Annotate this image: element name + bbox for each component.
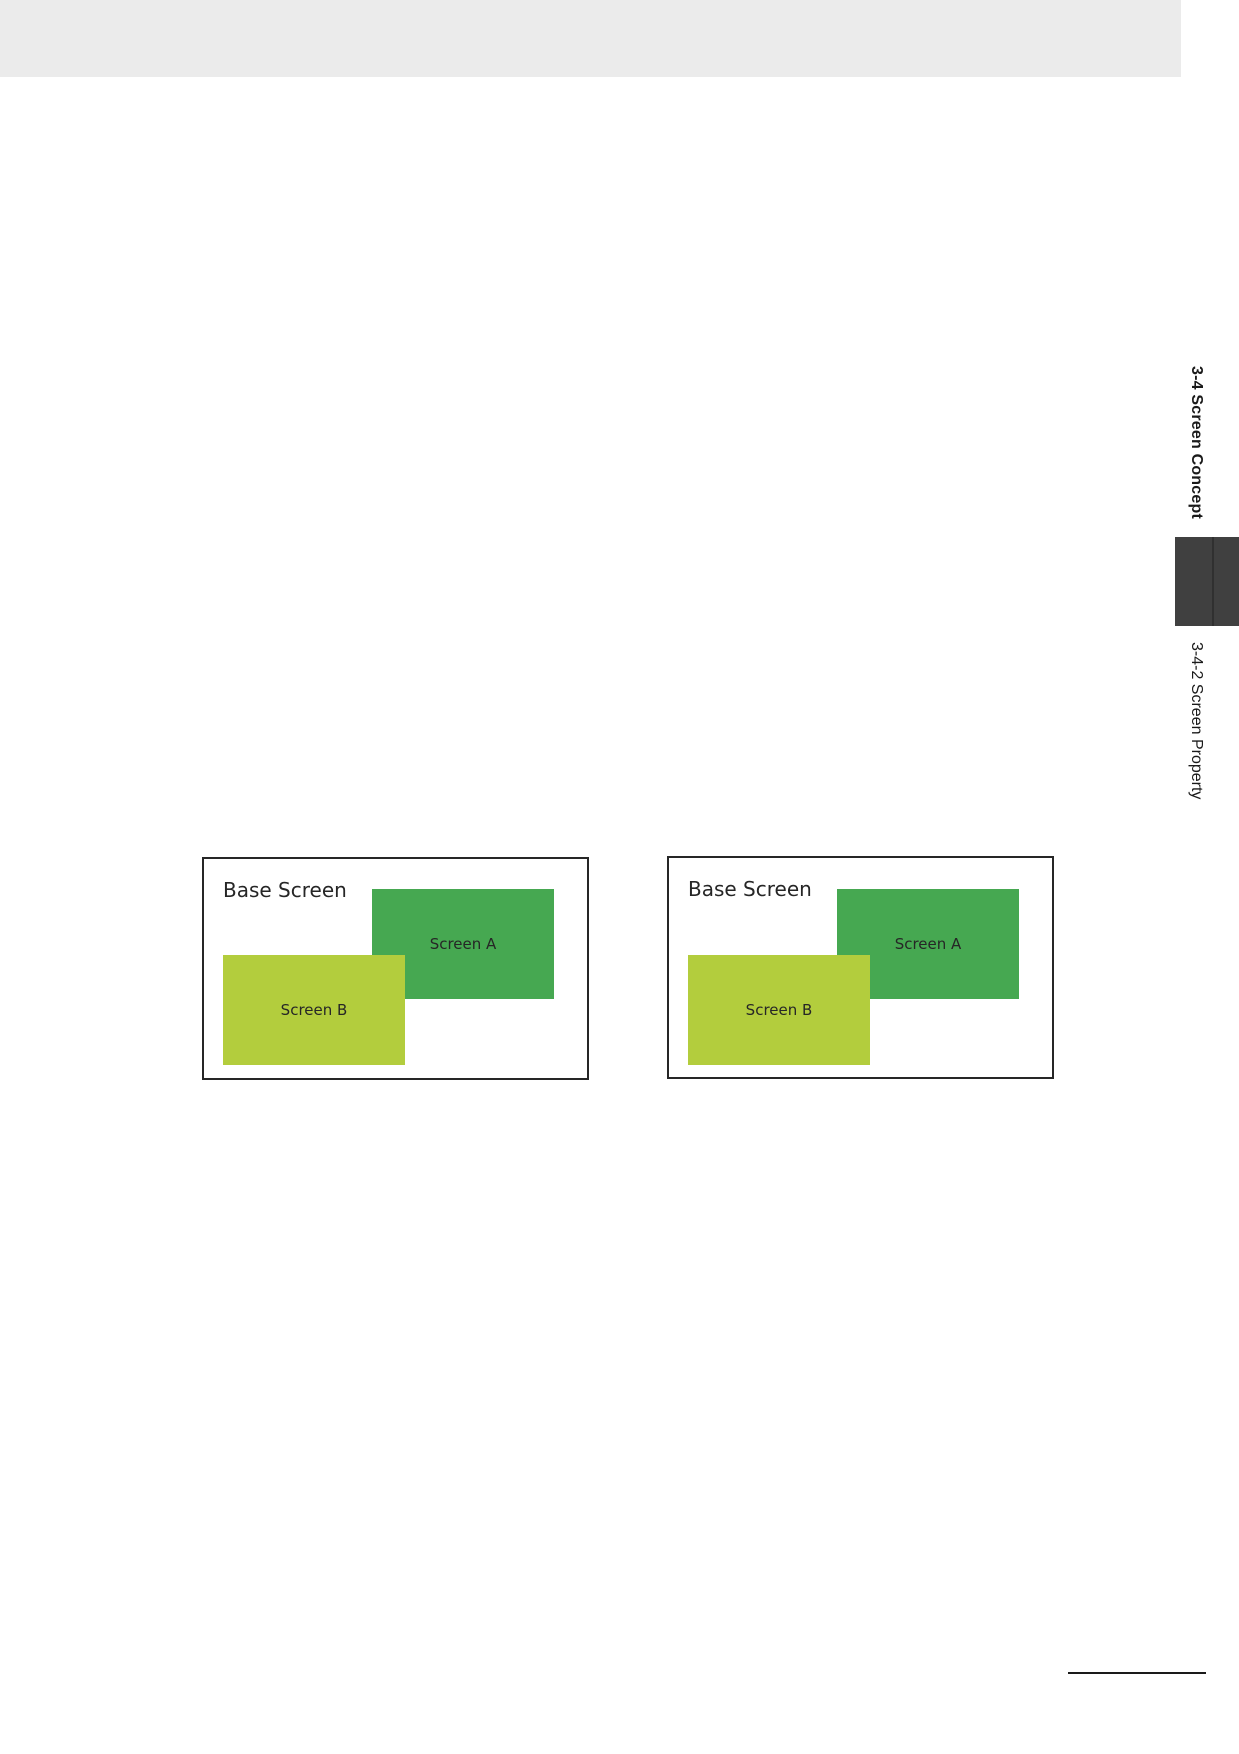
diagram-right: Base Screen Screen A Screen B (667, 856, 1054, 1079)
screen-a-label: Screen A (429, 935, 497, 953)
chapter-tab-divider (1212, 537, 1214, 626)
base-screen-label: Base Screen (688, 877, 812, 901)
screen-b-label: Screen B (280, 1001, 348, 1019)
page-header-band (0, 0, 1181, 77)
section-title: 3-4 Screen Concept (1188, 366, 1205, 519)
diagram-left: Base Screen Screen A Screen B (202, 857, 589, 1080)
footer-rule (1068, 1672, 1206, 1674)
screen-b-label: Screen B (745, 1001, 813, 1019)
chapter-tab (1175, 537, 1239, 626)
base-screen-label: Base Screen (223, 878, 347, 902)
subsection-title: 3-4-2 Screen Property (1188, 642, 1205, 800)
screen-b-box: Screen B (223, 955, 405, 1065)
screen-a-label: Screen A (894, 935, 962, 953)
screen-b-box: Screen B (688, 955, 870, 1065)
